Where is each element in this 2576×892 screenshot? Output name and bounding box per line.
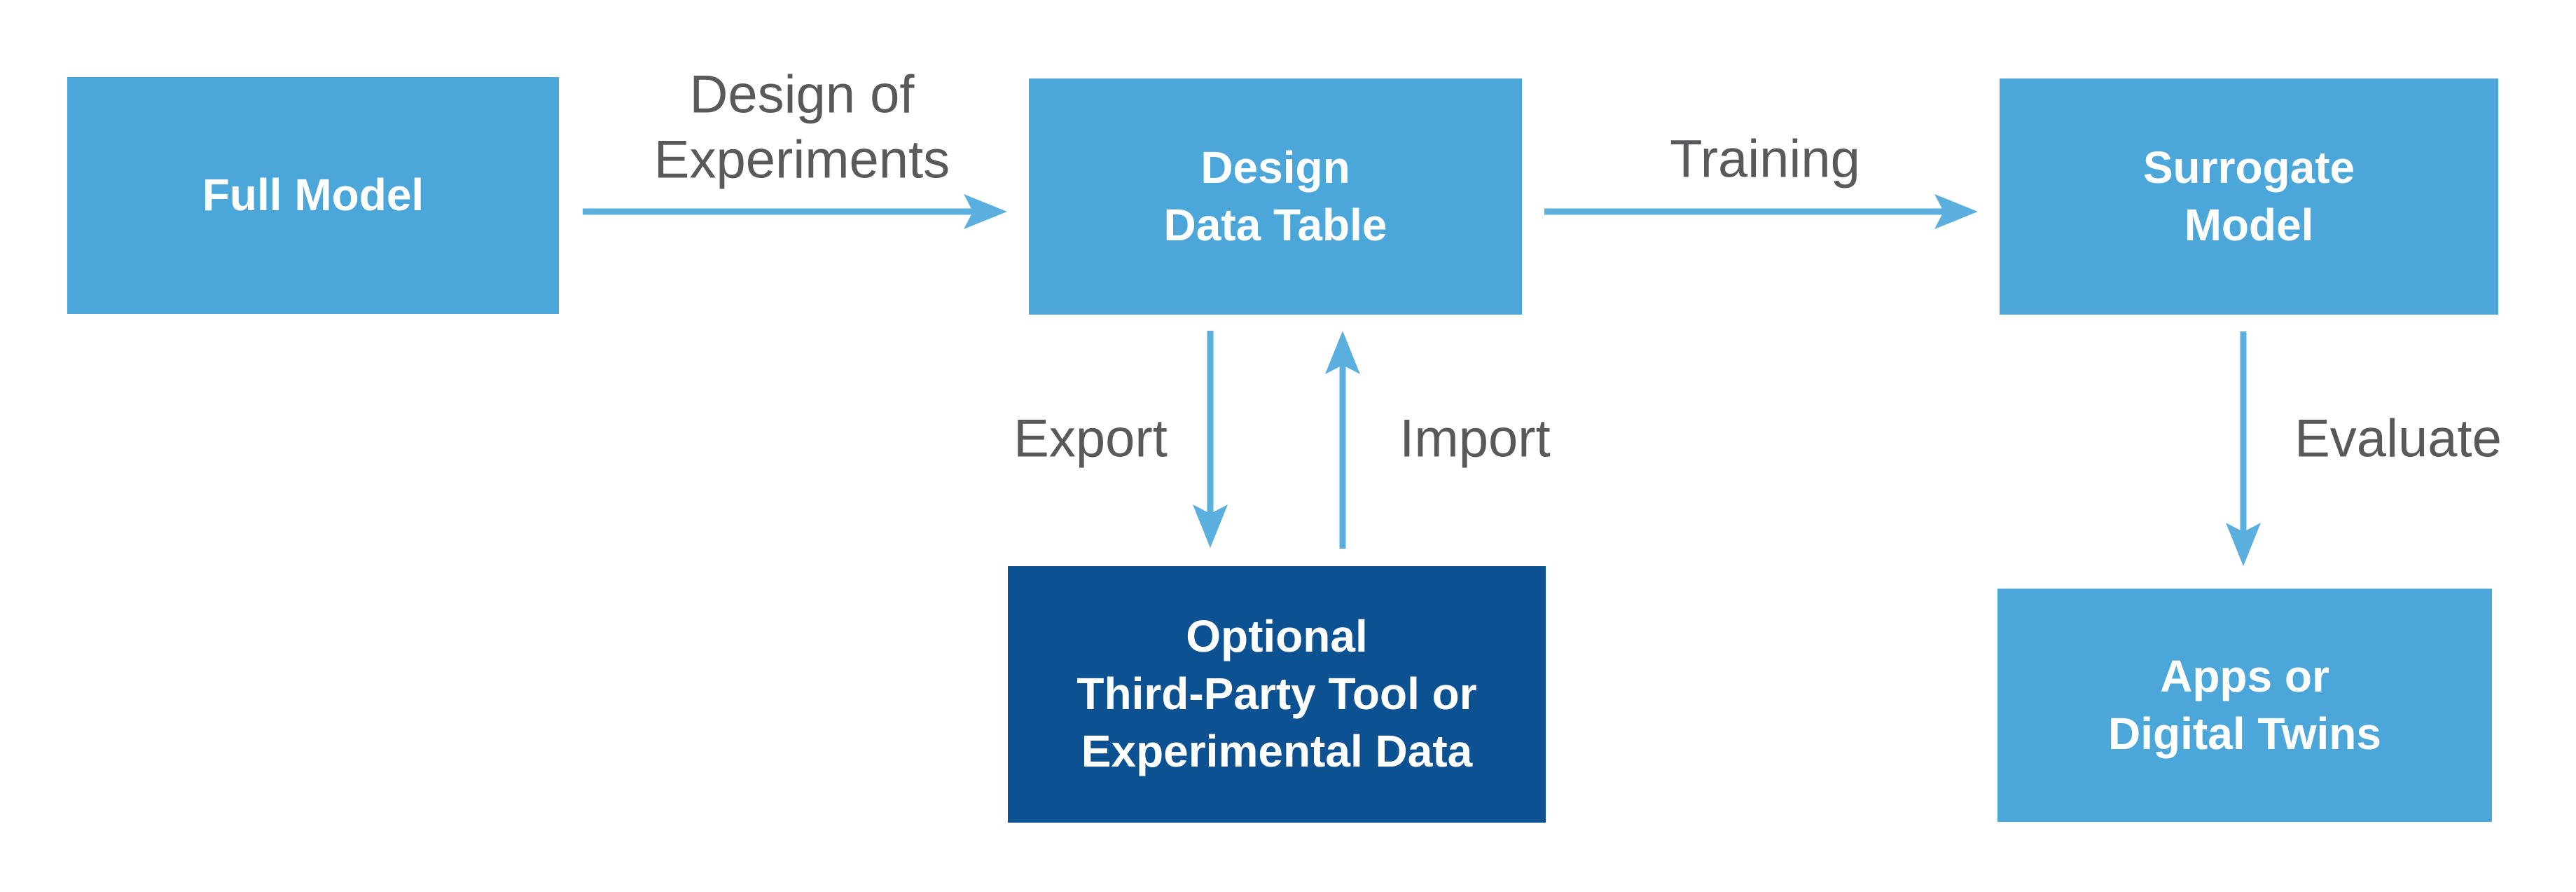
arrowhead-right-icon <box>1934 194 1978 229</box>
evaluate-arrow <box>2226 331 2261 566</box>
node-design-data-table: Design Data Table <box>1029 78 1522 315</box>
arrowhead-down-icon <box>1193 505 1228 548</box>
export-arrow <box>1193 331 1228 548</box>
design-of-experiments-arrow <box>583 194 1007 229</box>
edge-label-training: Training <box>1670 129 1860 189</box>
edge-label-design-of-experiments: Design of Experiments <box>653 64 950 189</box>
edge-label-export: Export <box>1013 409 1168 469</box>
edge-label-evaluate: Evaluate <box>2294 409 2502 469</box>
node-apps-or-digital-twins: Apps or Digital Twins <box>1997 589 2492 822</box>
training-arrow <box>1544 194 1978 229</box>
arrowhead-right-icon <box>964 194 1007 229</box>
edge-label-import: Import <box>1399 409 1551 469</box>
import-arrow <box>1325 331 1360 549</box>
node-surrogate-model: Surrogate Model <box>2000 78 2498 315</box>
node-full-model: Full Model <box>67 77 559 314</box>
node-optional-third-party-tool: Optional Third-Party Tool or Experimenta… <box>1008 566 1546 823</box>
arrowhead-up-icon <box>1325 331 1360 374</box>
arrowhead-down-icon <box>2226 523 2261 566</box>
